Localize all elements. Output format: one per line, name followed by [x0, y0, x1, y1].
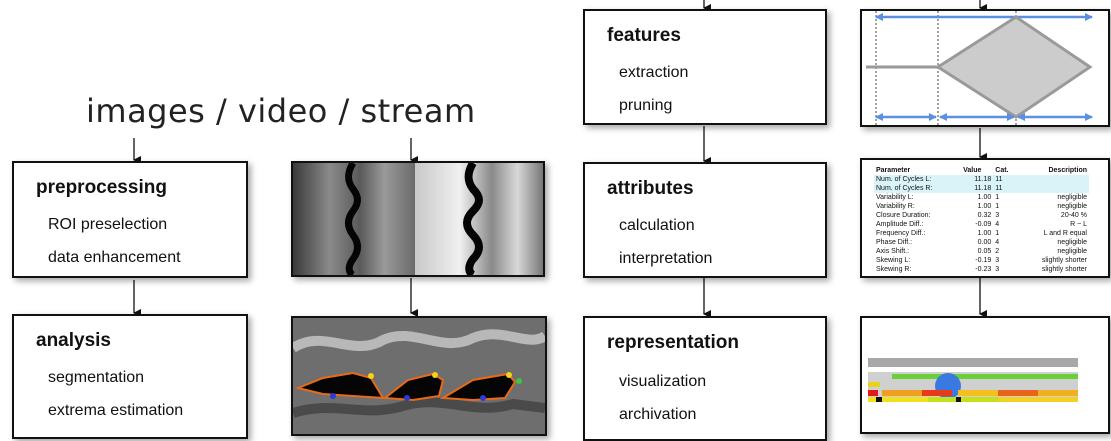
preprocessing-item: data enhancement	[48, 249, 181, 266]
table-cell: negligible	[1057, 248, 1087, 255]
table-cell: negligible	[1057, 203, 1087, 210]
preprocessing-item: ROI preselection	[48, 216, 168, 233]
table-cell: slightly shorter	[1041, 266, 1087, 273]
representation-item: archivation	[619, 406, 697, 423]
representation-item: visualization	[619, 373, 707, 390]
table-cell: Num. of Cycles R:	[874, 184, 962, 193]
preprocessing-title: preprocessing	[36, 177, 167, 198]
table-cell: negligible	[1057, 239, 1087, 246]
table-header: Cat.	[995, 167, 1009, 174]
analysis-box: analysis segmentation extrema estimation	[12, 314, 248, 439]
table-cell: 1	[995, 203, 1000, 210]
features-title: features	[607, 25, 681, 46]
table-cell: Frequency Diff.:	[876, 230, 926, 237]
parameter-table: Parameter Value Cat. Description Num. of…	[874, 166, 1089, 274]
table-header: Parameter	[876, 167, 911, 174]
table-cell: 1	[995, 194, 1000, 201]
table-cell: 0.05	[977, 248, 992, 255]
analysis-title: analysis	[36, 330, 111, 351]
representation-box: representation visualization archivation	[583, 316, 827, 441]
table-cell: L and R equal	[1043, 230, 1087, 237]
table-cell: -0.19	[975, 257, 992, 264]
table-cell: Axis Shift.:	[876, 248, 910, 255]
table-cell: Variability L:	[876, 194, 914, 201]
table-header: Value	[963, 167, 982, 174]
feature-diamond-graphic	[866, 11, 1093, 125]
segmentation-image	[291, 316, 547, 436]
table-cell: 3	[995, 266, 1000, 273]
attributes-item: interpretation	[619, 250, 713, 267]
glottal-kymogram-graphic	[293, 163, 543, 275]
video-frame-image	[291, 161, 545, 277]
table-cell: Phase Diff.:	[876, 239, 913, 246]
input-heading: images / video / stream	[86, 92, 476, 130]
analysis-item: extrema estimation	[48, 402, 184, 419]
table-cell: Num. of Cycles L:	[874, 175, 962, 184]
table-cell	[1018, 175, 1089, 184]
table-cell: 1	[995, 230, 1000, 237]
table-cell: negligible	[1057, 194, 1087, 201]
attribute-table-image: Parameter Value Cat. Description Num. of…	[860, 158, 1110, 278]
table-cell: Skewing L:	[876, 257, 911, 264]
table-cell: 4	[995, 221, 1000, 228]
table-cell: Skewing R:	[876, 266, 912, 273]
attributes-item: calculation	[619, 217, 695, 234]
features-item: pruning	[619, 97, 673, 114]
table-cell: 11.18	[961, 184, 994, 193]
table-cell: -0.23	[975, 266, 992, 273]
table-cell: -0.09	[975, 221, 992, 228]
visualization-bars-graphic	[868, 358, 1078, 402]
table-cell: R ~ L	[1070, 221, 1087, 228]
table-cell: 11	[993, 175, 1019, 184]
segmented-glottis-graphic	[293, 318, 545, 434]
table-cell: 1.00	[977, 230, 992, 237]
table-cell: 2	[995, 248, 1000, 255]
preprocessing-box: preprocessing ROI preselection data enha…	[12, 161, 248, 278]
features-item: extraction	[619, 64, 689, 81]
table-cell: 1.00	[977, 203, 992, 210]
table-cell: 11.18	[961, 175, 994, 184]
feature-plot-image	[860, 9, 1110, 127]
representation-chart-image	[860, 316, 1110, 434]
features-box: features extraction pruning	[583, 9, 827, 125]
attributes-title: attributes	[607, 178, 694, 199]
table-cell	[1018, 184, 1089, 193]
table-header: Description	[1048, 167, 1087, 174]
table-cell: 0.32	[977, 212, 992, 219]
table-cell: Closure Duration:	[876, 212, 931, 219]
table-cell: 3	[995, 257, 1000, 264]
table-cell: slightly shorter	[1041, 257, 1087, 264]
analysis-item: segmentation	[48, 369, 145, 386]
representation-title: representation	[607, 332, 739, 353]
table-cell: 11	[993, 184, 1019, 193]
table-cell: 20-40 %	[1060, 212, 1087, 219]
table-cell: 0.00	[977, 239, 992, 246]
table-cell: 1.00	[977, 194, 992, 201]
table-cell: Amplitude Diff.:	[876, 221, 924, 228]
table-cell: 4	[995, 239, 1000, 246]
attributes-box: attributes calculation interpretation	[583, 162, 827, 278]
connector-arrows	[133, 0, 987, 318]
table-cell: Variability R:	[876, 203, 915, 210]
table-cell: 3	[995, 212, 1000, 219]
